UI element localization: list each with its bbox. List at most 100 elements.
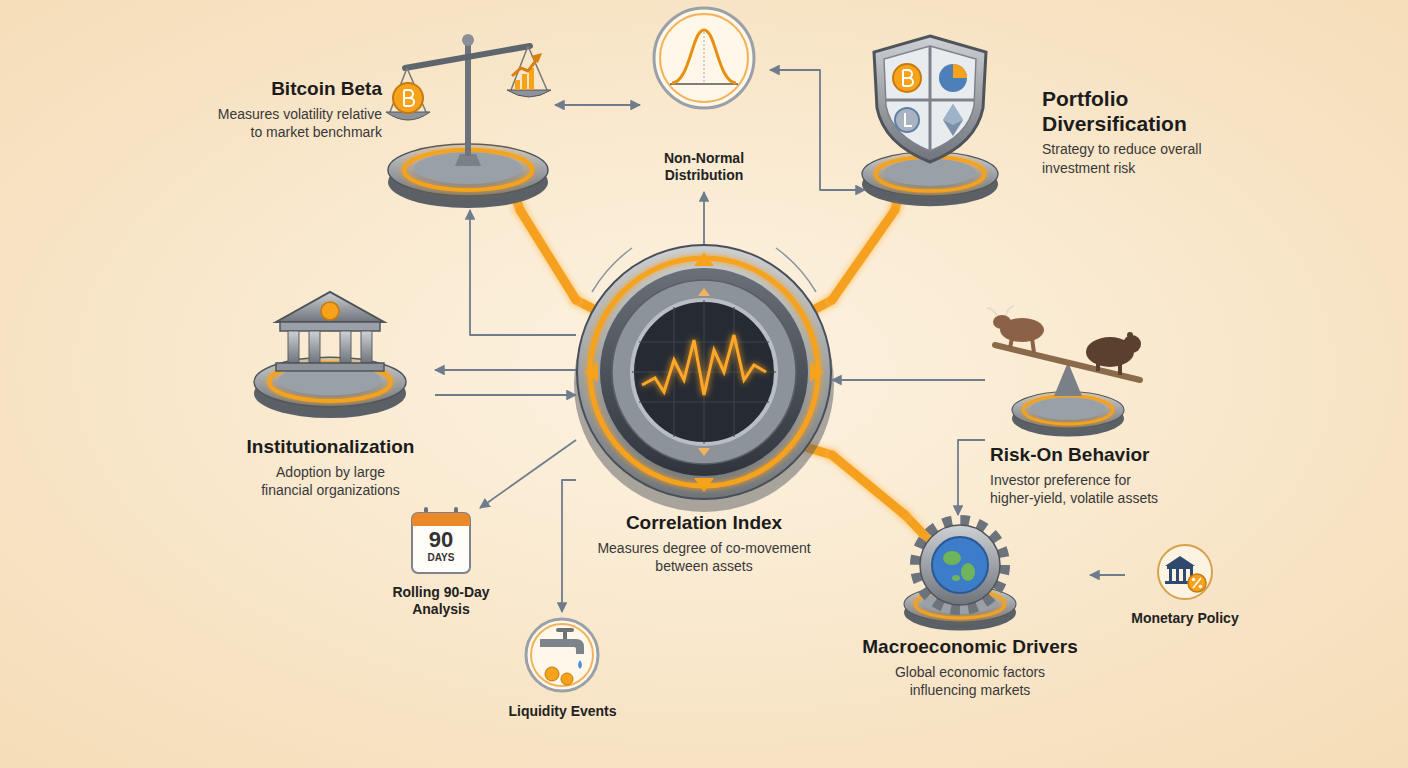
node-description: Measures volatility relative to market b… — [207, 105, 382, 141]
institution-temple — [276, 292, 384, 322]
bull-bear-seesaw — [1010, 338, 1012, 348]
flow-arrow — [703, 192, 705, 244]
institution-temple — [321, 302, 339, 320]
correlation-dial — [612, 280, 796, 464]
globe-gear — [916, 521, 1004, 609]
connector-group — [435, 70, 1125, 612]
platform — [254, 357, 406, 418]
balance-scale — [405, 46, 530, 68]
globe-gear — [943, 551, 961, 565]
diversification-shield — [953, 64, 967, 78]
text-block: Portfolio DiversificationStrategy to red… — [1042, 86, 1214, 177]
liquidity-faucet — [561, 673, 573, 685]
node-description: Measures degree of co-movement between a… — [584, 539, 824, 575]
flow-arrow — [435, 369, 576, 371]
calendar-icon — [412, 507, 470, 573]
diversification-shield — [874, 36, 986, 162]
bull-bear-seesaw — [1123, 335, 1141, 353]
flow-arrow — [832, 379, 985, 381]
distribution-icon — [704, 32, 705, 84]
link-bar — [832, 210, 895, 300]
liquidity-faucet — [526, 619, 598, 691]
distribution-icon — [660, 14, 748, 102]
institution-temple — [276, 292, 384, 371]
correlation-dial — [698, 288, 710, 296]
correlation-dial — [674, 307, 675, 437]
strategy-node: Portfolio DiversificationStrategy to red… — [865, 20, 1216, 210]
globe-gear — [916, 521, 1004, 609]
calendar-icon — [412, 513, 470, 526]
distribution-icon — [654, 8, 754, 108]
bar-stub — [905, 515, 926, 537]
correlation-dial — [698, 448, 710, 456]
institution-temple — [280, 322, 380, 331]
text-block: InstitutionalizationAdoption by large fi… — [228, 436, 433, 499]
diversification-shield — [885, 99, 975, 102]
correlation-dial — [584, 362, 598, 382]
liquidity-faucet — [526, 619, 598, 691]
calendar-icon — [412, 513, 470, 573]
node-description: Strategy to reduce overall investment ri… — [1042, 140, 1207, 176]
correlation-dial — [704, 300, 705, 444]
balance-scale — [465, 44, 471, 156]
link-bar — [832, 455, 905, 515]
calendar-number: 90 — [412, 529, 470, 551]
calendar-unit: DAYS — [412, 553, 470, 563]
node-description: Global economic factors influencing mark… — [880, 663, 1060, 699]
liquidity-faucet — [578, 660, 582, 669]
node-description: Investor preference for higher-yield, vo… — [990, 471, 1170, 507]
institution-temple — [288, 331, 299, 363]
node-title: Rolling 90-Day Analysis — [385, 584, 497, 618]
diversification-shield — [895, 108, 919, 132]
node-title: Macroeconomic Drivers — [852, 636, 1088, 659]
balance-scale — [512, 58, 538, 76]
bull-bear-seesaw — [1127, 332, 1133, 338]
institution-temple — [361, 331, 372, 363]
bull-bear-seesaw — [987, 306, 1141, 396]
event-node: Liquidity Events — [500, 612, 627, 738]
bull-bear-seesaw — [987, 306, 1014, 316]
diversification-shield — [939, 64, 967, 92]
node-title: Non-Normal Distribution — [640, 150, 768, 184]
driver-node: Macroeconomic DriversGlobal economic fac… — [850, 515, 1090, 715]
metric-node: Bitcoin BetaMeasures volatility relative… — [180, 20, 555, 210]
correlation-dial — [694, 478, 714, 492]
text-block: Non-Normal Distribution — [640, 150, 768, 184]
balance-scale — [507, 90, 551, 97]
diversification-shield — [943, 104, 963, 136]
diversification-shield — [905, 113, 912, 126]
policy-icon — [1158, 545, 1212, 599]
balance-scale — [522, 74, 527, 90]
policy-icon — [1183, 569, 1186, 581]
correlation-dial — [600, 268, 808, 476]
policy-icon — [1167, 566, 1193, 569]
policy-icon — [1158, 545, 1212, 599]
policy-icon — [1169, 569, 1172, 581]
link-bar — [520, 210, 576, 300]
correlation-dial — [574, 245, 834, 512]
correlation-dial — [590, 258, 818, 486]
node-title: Institutionalization — [228, 436, 433, 459]
text-block: Risk-On BehaviorInvestor preference for … — [990, 444, 1198, 507]
diversification-shield — [884, 46, 976, 151]
correlation-dial — [642, 335, 766, 395]
node-description: Adoption by large financial organization… — [256, 463, 406, 499]
node-title: Portfolio Diversification — [1042, 86, 1214, 136]
text-block: Rolling 90-Day Analysis — [385, 584, 497, 618]
adoption-node: InstitutionalizationAdoption by large fi… — [225, 275, 435, 503]
policy-icon — [1199, 585, 1203, 589]
text-block: Bitcoin BetaMeasures volatility relative… — [180, 78, 382, 141]
platform — [1012, 392, 1124, 437]
balance-scale — [529, 68, 534, 90]
balance-scale — [462, 34, 474, 46]
flow-arrow — [1090, 574, 1125, 576]
node-title: Correlation Index — [578, 512, 830, 535]
distribution-icon — [654, 8, 754, 108]
balance-scale — [386, 34, 551, 166]
flow-arrow — [562, 480, 576, 612]
correlation-dial — [810, 362, 824, 382]
